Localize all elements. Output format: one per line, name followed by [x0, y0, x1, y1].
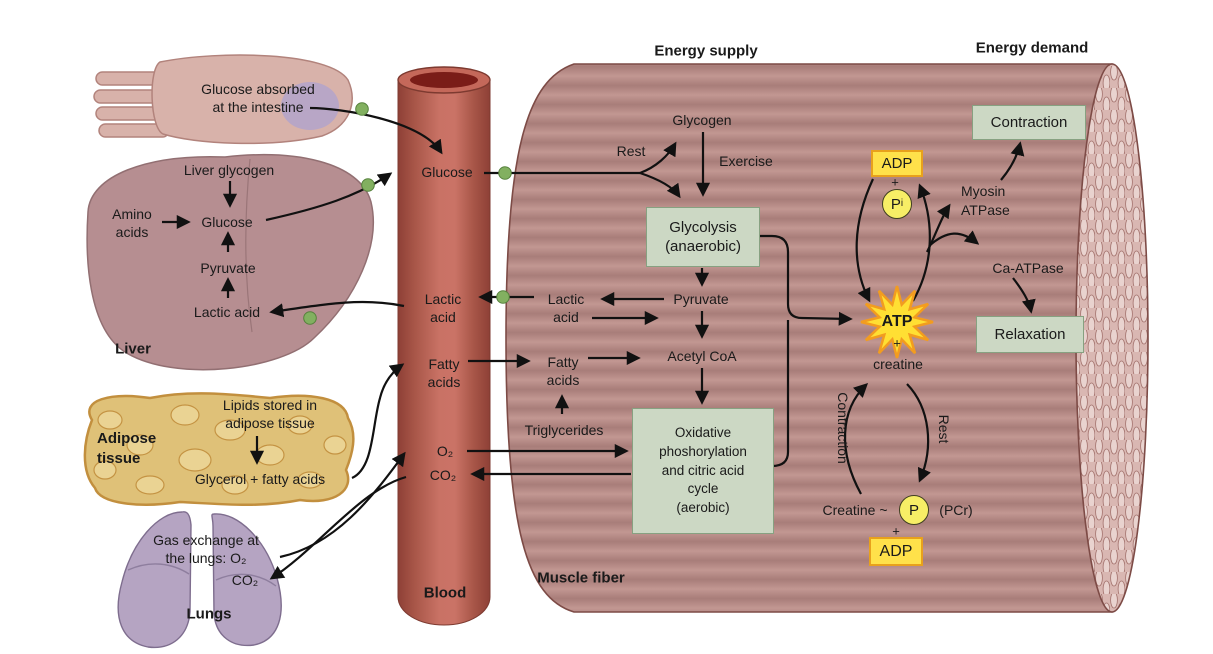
- plus-bottom-label: +: [892, 523, 900, 539]
- vessel-lumen: [410, 72, 478, 88]
- arrow-blood-lactic-to-liver: [269, 300, 405, 318]
- blood-vessel-shape: [397, 66, 491, 626]
- muscle-fiber-title: Muscle fiber: [537, 569, 625, 587]
- atp-label: ATP: [881, 313, 913, 330]
- arrow-blood-co2-to-lungs: [269, 475, 407, 580]
- blood-lactic-label: Lactic acid: [424, 290, 462, 325]
- arrow-glucose-to-glycolysis: [639, 171, 681, 199]
- adipose-glycerol-label: Glycerol + fatty acids: [194, 470, 326, 487]
- triglycerides-label: Triglycerides: [524, 421, 604, 438]
- arrow-pcr-to-creatine-contraction: [844, 383, 869, 495]
- oxidative-box: Oxidative phoshorylation and citric acid…: [632, 408, 774, 534]
- arrow-myosin-to-contraction: [1000, 141, 1025, 181]
- adipose-title: Adipose tissue: [97, 429, 157, 467]
- muscle-lactic-label: Lactic acid: [547, 290, 585, 325]
- energy-supply-header: Energy supply: [654, 42, 758, 60]
- exercise-label: Exercise: [719, 152, 773, 169]
- intestine-shape: [93, 54, 353, 145]
- atp-starburst: [860, 285, 934, 359]
- blood-title: Blood: [423, 584, 467, 602]
- plus-mid-label: +: [893, 335, 901, 351]
- blood-glucose-label: Glucose: [421, 163, 473, 180]
- arrow-atp-to-myosin: [926, 203, 951, 253]
- lungs-gas-exchange-label: Gas exchange at the lungs: O₂: [153, 531, 259, 566]
- arrows-layer: [162, 106, 1036, 580]
- creatine-tilde-label: Creatine ~: [822, 501, 888, 518]
- line-oxidative-to-atp: [771, 320, 790, 468]
- acetyl-coa-label: Acetyl CoA: [667, 347, 737, 364]
- lungs-co2-label: CO₂: [231, 571, 259, 588]
- liver-pyruvate-label: Pyruvate: [200, 259, 256, 276]
- rest-label: Rest: [616, 142, 646, 159]
- liver-glycogen-label: Liver glycogen: [183, 161, 275, 178]
- relaxation-box: Relaxation: [976, 316, 1084, 353]
- liver-lactic-label: Lactic acid: [193, 303, 261, 320]
- adipose-lipids-label: Lipids stored in adipose tissue: [222, 396, 318, 431]
- intestine-label: Glucose absorbed at the intestine: [201, 80, 315, 115]
- contraction-box: Contraction: [972, 105, 1086, 140]
- rest-arc-label: Rest: [936, 414, 953, 444]
- arrow-creatine-to-pcr-rest: [906, 383, 931, 483]
- blood-co2-label: CO₂: [429, 466, 457, 483]
- adipose-shape: [83, 392, 355, 507]
- arrow-liver-glucose-to-blood: [265, 172, 393, 222]
- membrane-dots: [303, 102, 512, 325]
- adipose-cells: [93, 404, 347, 495]
- lungs-shape: [117, 511, 282, 649]
- blood-o2-label: O₂: [436, 442, 454, 459]
- muscle-fatty-label: Fatty acids: [546, 353, 580, 388]
- amino-acids-label: Amino acids: [112, 205, 152, 240]
- pcr-label: (PCr): [939, 501, 973, 518]
- muscle-fiber-cross-section: [1075, 63, 1149, 613]
- p-circle: P: [899, 495, 929, 525]
- adp-bottom-box: ADP: [869, 537, 923, 566]
- blood-fatty-label: Fatty acids: [427, 355, 461, 390]
- ca-atpase-label: Ca-ATPase: [992, 259, 1064, 276]
- adp-top-box: ADP: [871, 150, 923, 177]
- arrow-adp-to-atp: [855, 178, 874, 303]
- arrow-lungs-o2-to-blood: [279, 451, 406, 559]
- arrow-glycolysis-to-atp: [759, 234, 853, 326]
- energy-demand-header: Energy demand: [975, 39, 1089, 57]
- glycolysis-box: Glycolysis (anaerobic): [646, 207, 760, 267]
- liver-shape: [86, 154, 375, 371]
- plus-top-label: +: [891, 174, 899, 190]
- glycogen-label: Glycogen: [672, 111, 732, 128]
- arrow-atp-to-ca-atpase: [928, 230, 980, 247]
- pi-p: P: [890, 195, 901, 213]
- arrow-rest-to-glycogen: [639, 141, 677, 175]
- contraction-arc-label: Contraction: [835, 392, 852, 464]
- lungs-title: Lungs: [186, 605, 232, 623]
- muscle-pyruvate-label: Pyruvate: [673, 290, 729, 307]
- arrow-intestine-to-blood-glucose: [309, 106, 443, 155]
- liver-title: Liver: [115, 340, 151, 358]
- liver-glucose-label: Glucose: [201, 213, 253, 230]
- creatine-label: creatine: [873, 355, 923, 372]
- myosin-atpase-label: Myosin ATPase: [961, 183, 1010, 218]
- arrow-ca-to-relaxation: [1012, 277, 1036, 314]
- arrow-glycerol-to-blood-fatty: [351, 363, 405, 480]
- intestine-patch: [281, 82, 339, 130]
